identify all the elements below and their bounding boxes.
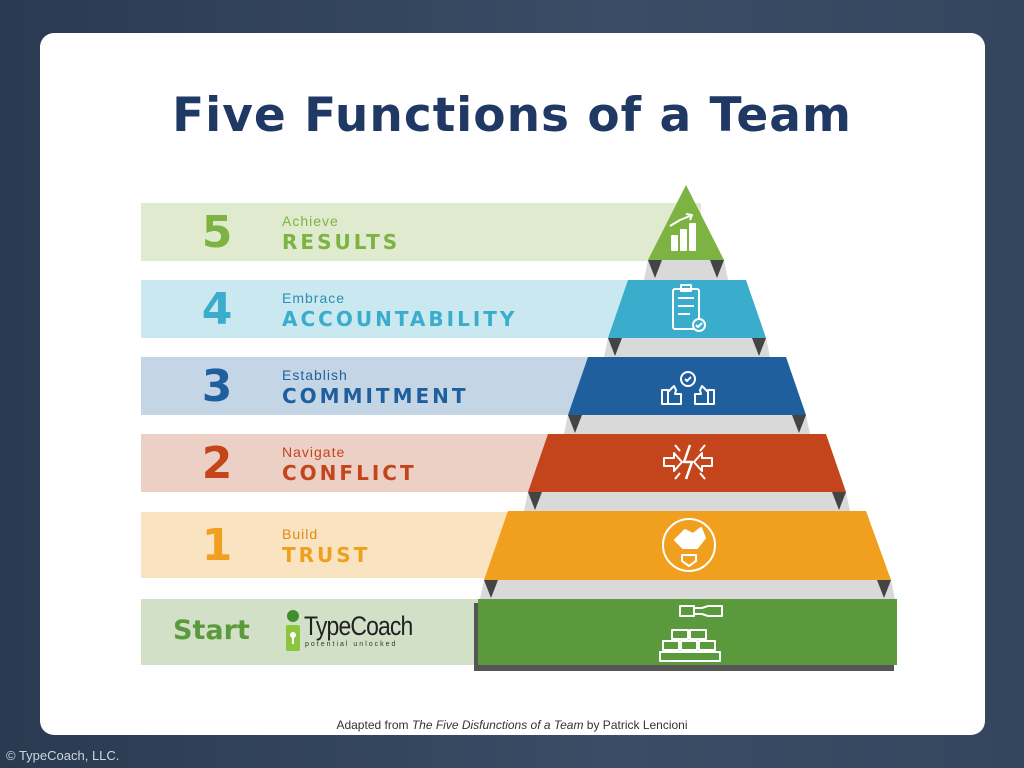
pyramid-connectors [480, 260, 895, 599]
level-noun: TRUST [282, 543, 371, 567]
conflict-arrows-icon [663, 444, 713, 480]
level-verb: Establish [282, 367, 348, 383]
copyright: © TypeCoach, LLC. [6, 748, 120, 763]
chart-growth-icon [669, 213, 696, 251]
thumbs-up-icon [661, 371, 715, 405]
level-number: 3 [201, 361, 233, 412]
level-5-band: 5 Achieve RESULTS [141, 203, 701, 261]
level-number: 2 [201, 438, 233, 489]
logo-name: TypeCoach [304, 611, 413, 641]
level-noun: RESULTS [282, 230, 401, 254]
bricks-hand-icon [659, 605, 723, 662]
level-number: 4 [201, 284, 233, 335]
typecoach-logo: TypeCoach potential unlocked [284, 609, 414, 655]
level-verb: Navigate [282, 444, 346, 460]
connector-shadows [484, 260, 891, 598]
source-caption: Adapted from The Five Disfunctions of a … [0, 718, 1024, 732]
clipboard-check-icon [672, 284, 706, 332]
caption-prefix: Adapted from [336, 718, 412, 732]
level-verb: Build [282, 526, 319, 542]
start-label: Start [173, 615, 250, 646]
level-verb: Embrace [282, 290, 346, 306]
logo-tagline: potential unlocked [305, 641, 398, 648]
level-number: 1 [201, 520, 233, 571]
handshake-icon [662, 518, 716, 572]
tier-4 [608, 280, 766, 338]
start-band: Start TypeCoach potential unlocked [141, 599, 481, 665]
level-4-band: 4 Embrace ACCOUNTABILITY [141, 280, 701, 338]
level-noun: CONFLICT [282, 461, 417, 485]
level-number: 5 [201, 207, 233, 258]
keyhole-person-icon [286, 610, 300, 651]
caption-book-title: The Five Disfunctions of a Team [411, 718, 584, 732]
level-noun: ACCOUNTABILITY [282, 307, 518, 331]
level-verb: Achieve [282, 213, 339, 229]
page-title: Five Functions of a Team [172, 88, 852, 143]
tier-5 [648, 185, 724, 260]
caption-suffix: by Patrick Lencioni [583, 718, 688, 732]
level-noun: COMMITMENT [282, 384, 469, 408]
